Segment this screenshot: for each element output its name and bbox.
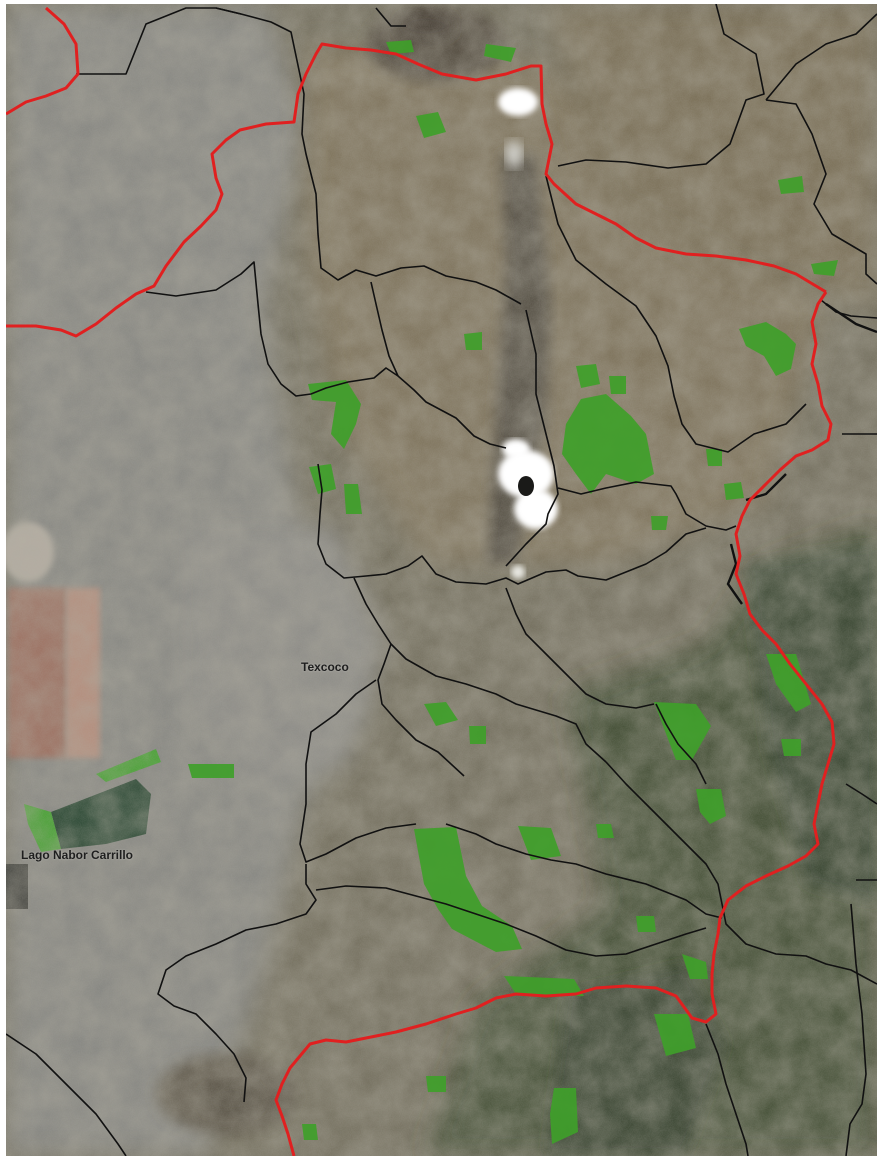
green-patch [344, 484, 362, 514]
green-patch [484, 44, 516, 62]
green-patch [386, 40, 414, 54]
boundary-line [705, 1023, 749, 1156]
green-patch [464, 332, 482, 350]
boundary-line [317, 463, 707, 585]
boundary-line [370, 281, 399, 377]
state-boundaries [6, 6, 836, 1156]
red-boundary-line [6, 42, 827, 338]
boundary-line [145, 261, 507, 449]
state-boundary-segment [745, 473, 787, 502]
boundary-line [76, 7, 522, 305]
boundary-line [545, 175, 807, 453]
state-boundary-segment [825, 303, 877, 334]
green-patch [651, 516, 668, 530]
green-patch [766, 654, 811, 712]
green-patch [562, 394, 654, 494]
red-boundary-line [6, 6, 80, 116]
green-patch [518, 826, 561, 860]
green-patch [426, 1076, 446, 1092]
green-patch [781, 739, 801, 756]
map-canvas [6, 4, 877, 1156]
green-patch [424, 702, 458, 726]
green-patch [504, 976, 584, 996]
green-patch [302, 1124, 318, 1140]
green-patch [309, 464, 336, 494]
green-patch [609, 376, 626, 394]
boundary-line [765, 99, 877, 285]
boundary-line [299, 679, 417, 863]
state-boundary-segment [726, 543, 743, 605]
municipal-boundaries [6, 4, 877, 1156]
green-patch [188, 764, 234, 778]
green-patch [696, 789, 726, 824]
green-patch [654, 702, 711, 760]
boundary-line [157, 864, 317, 1103]
boundary-line [390, 643, 607, 763]
green-patch [416, 112, 446, 138]
green-patch [469, 726, 486, 744]
boundary-line [557, 481, 737, 531]
green-patch [724, 482, 744, 500]
boundary-line [6, 1033, 127, 1156]
green-areas [188, 40, 838, 1144]
green-patch [811, 260, 838, 276]
green-patch [739, 322, 796, 376]
green-patch [308, 380, 361, 449]
green-patch [706, 449, 722, 466]
green-patch [682, 954, 708, 979]
boundary-line [215, 7, 242, 15]
green-patch [636, 916, 656, 932]
red-boundary-line [274, 291, 836, 1156]
boundary-line [845, 783, 877, 805]
boundary-line [845, 903, 867, 1156]
boundary-line [605, 761, 877, 985]
satellite-map[interactable]: Texcoco Lago Nabor Carrillo [6, 4, 877, 1156]
green-patch [596, 824, 614, 838]
cloud [498, 88, 538, 116]
boundary-line [375, 7, 406, 27]
boundary-line [315, 885, 707, 957]
boundary-line [353, 577, 465, 777]
green-patch [576, 364, 600, 388]
boundary-line [505, 309, 559, 567]
boundary-line [445, 823, 723, 919]
cloud [498, 450, 554, 498]
boundary-line [505, 587, 655, 709]
green-patch [550, 1088, 578, 1144]
boundary-line [655, 703, 707, 785]
green-patch [778, 176, 804, 194]
green-patch [654, 1014, 696, 1056]
boundary-line [557, 4, 765, 169]
boundary-line [765, 13, 877, 101]
